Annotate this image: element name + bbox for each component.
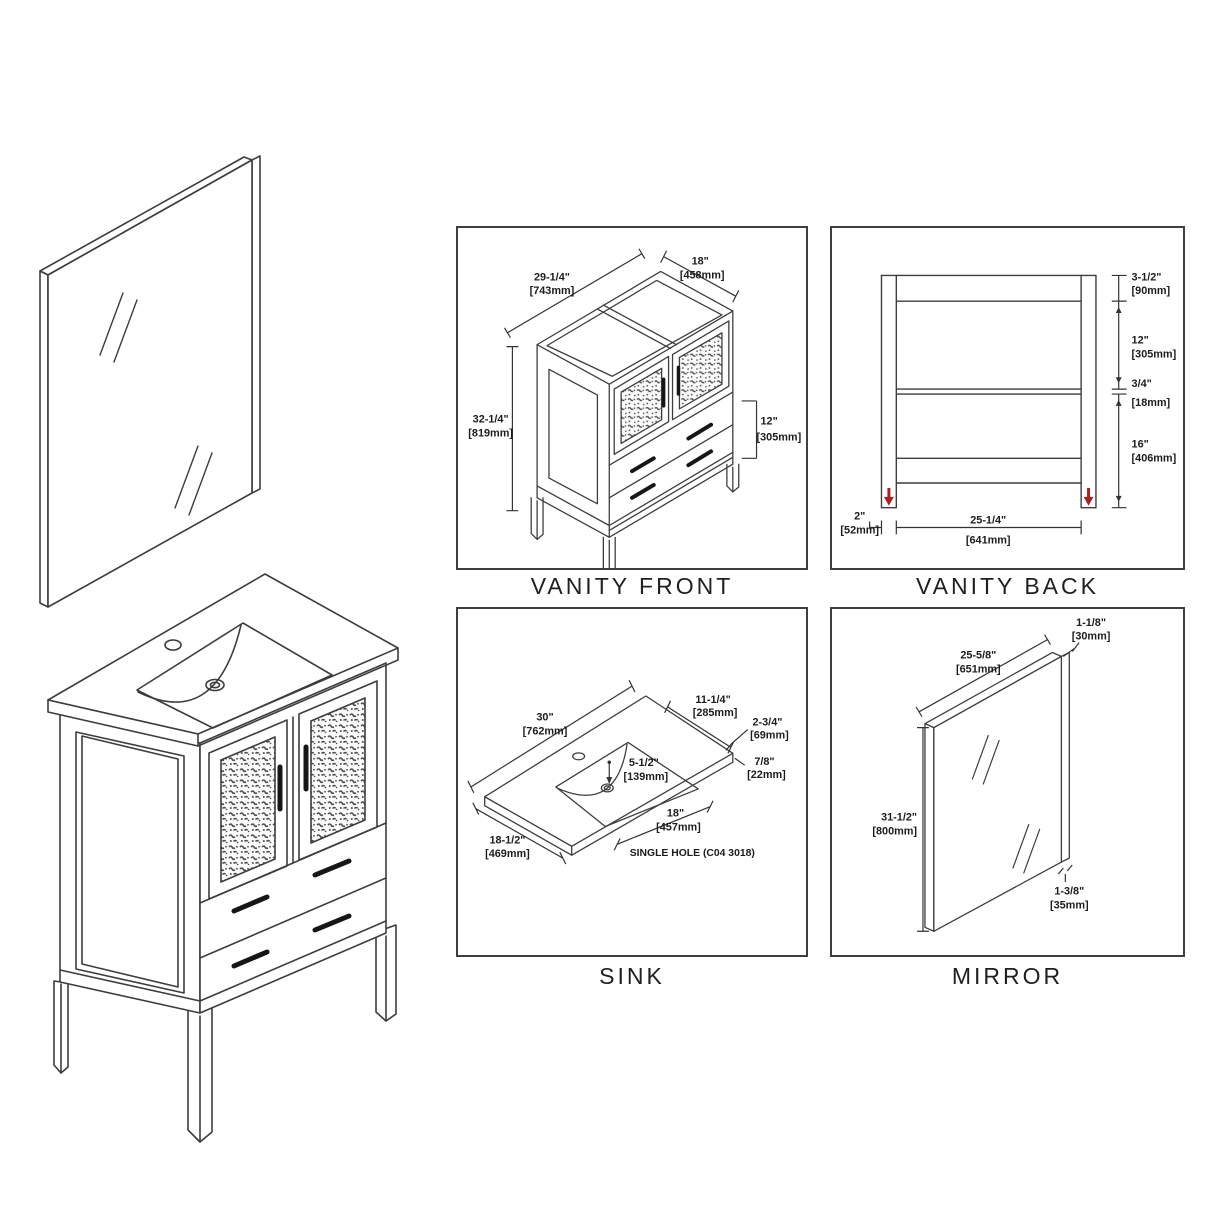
mirror-labels: 25-5/8" [651mm] 1-1/8" [30mm] 31-1/2" [8… <box>872 617 1110 912</box>
single-hole-note: SINGLE HOLE (C04 3018) <box>630 848 755 859</box>
dim-sink-depth-in: 18-1/2" <box>489 834 525 846</box>
dim-drawer-mm: [305mm] <box>757 432 802 444</box>
dim-faucet-mm: [139mm] <box>624 771 669 783</box>
dim-basin-width-in: 18" <box>667 808 684 820</box>
dim-leg-mm: [52mm] <box>840 524 879 536</box>
dim-upper-mm: [305mm] <box>1132 348 1177 360</box>
sink-drawing: 30" [762mm] 11-1/4" [285mm] 2-3/4" [69mm… <box>467 679 789 865</box>
vanity-back-frame <box>880 274 1097 509</box>
dim-sink-width-mm: [762mm] <box>523 726 568 738</box>
dim-mirror-height-mm: [800mm] <box>872 825 917 837</box>
vanity-front-cabinet <box>530 270 740 568</box>
dim-toprail-in: 3-1/2" <box>1132 271 1162 283</box>
dim-basin-depth-mm: [285mm] <box>693 707 738 719</box>
dim-lower-mm: [406mm] <box>1132 452 1177 464</box>
dim-faucet-in: 5-1/2" <box>629 757 659 769</box>
sink-dimension-lines <box>467 679 749 865</box>
dim-lower-in: 16" <box>1132 438 1149 450</box>
dim-edge-mm: [69mm] <box>750 730 789 742</box>
dim-mirror-width-mm: [651mm] <box>956 663 1001 675</box>
mirror-reflection-marks <box>99 292 213 516</box>
vanity-back-dimension-lines <box>869 274 1127 535</box>
dim-basin-width-mm: [457mm] <box>656 821 701 833</box>
dim-span-in: 25-1/4" <box>970 515 1006 527</box>
dim-height-mm: [819mm] <box>468 428 513 440</box>
mirror-frame <box>924 651 1070 932</box>
caption-vanity-back: VANITY BACK <box>916 573 1099 599</box>
dim-width-in: 29-1/4" <box>534 271 570 283</box>
panel-vanity-front: 29-1/4" [743mm] 18" [458mm] 32-1/4" [819… <box>456 226 808 570</box>
vanity-front-labels: 29-1/4" [743mm] 18" [458mm] 32-1/4" [819… <box>468 256 801 444</box>
sink-labels: 30" [762mm] 11-1/4" [285mm] 2-3/4" [69mm… <box>485 694 789 860</box>
vanity-back-drawing: 3-1/2" [90mm] 12" [305mm] 3/4" [18mm] 16… <box>840 271 1176 546</box>
caption-vanity-front: VANITY FRONT <box>530 573 734 599</box>
dim-leg-in: 2" <box>854 511 865 523</box>
dim-height-in: 32-1/4" <box>473 414 509 426</box>
dim-thickness-in: 7/8" <box>754 756 774 768</box>
dim-depth-mm: [458mm] <box>680 269 725 281</box>
dim-mirror-thickness-mm: [30mm] <box>1072 631 1111 643</box>
dim-width-mm: [743mm] <box>530 285 575 297</box>
dim-toprail-mm: [90mm] <box>1132 285 1171 297</box>
vanity-sink-top <box>47 573 399 747</box>
vanity-back-labels: 3-1/2" [90mm] 12" [305mm] 3/4" [18mm] 16… <box>840 271 1176 546</box>
mirror-isometric <box>39 155 261 608</box>
dim-mirror-width-in: 25-5/8" <box>960 649 996 661</box>
dim-mirror-height-in: 31-1/2" <box>881 812 917 824</box>
panel-sink: 30" [762mm] 11-1/4" [285mm] 2-3/4" [69mm… <box>456 607 808 957</box>
mirror-drawing: 25-5/8" [651mm] 1-1/8" [30mm] 31-1/2" [8… <box>872 617 1110 932</box>
dim-depth-in: 18" <box>692 256 709 268</box>
vanity-legs <box>53 924 397 1143</box>
vanity-doors <box>208 680 378 900</box>
mirror-reflection-marks <box>971 734 1041 874</box>
vanity-front-dimension-lines <box>503 248 758 512</box>
vanity-isometric <box>47 573 399 1143</box>
dim-thickness-mm: [22mm] <box>747 769 786 781</box>
dim-mirror-frame-in: 1-3/8" <box>1054 886 1084 898</box>
dim-basin-depth-in: 11-1/4" <box>695 694 730 706</box>
dim-mirror-frame-mm: [35mm] <box>1050 900 1089 912</box>
dim-drawer-in: 12" <box>760 416 777 428</box>
dim-sink-width-in: 30" <box>536 712 553 724</box>
isometric-overview-drawing <box>39 155 399 1143</box>
dim-mirror-thickness-in: 1-1/8" <box>1076 617 1106 629</box>
vanity-drawers <box>199 822 387 969</box>
vanity-front-drawing: 29-1/4" [743mm] 18" [458mm] 32-1/4" [819… <box>468 248 801 568</box>
mirror-dimension-lines <box>915 634 1080 932</box>
dim-span-mm: [641mm] <box>966 534 1011 546</box>
dim-edge-in: 2-3/4" <box>752 717 782 729</box>
dim-shelf-in: 3/4" <box>1132 378 1152 390</box>
dim-sink-depth-mm: [469mm] <box>485 848 530 860</box>
dim-shelf-mm: [18mm] <box>1132 397 1171 409</box>
leveling-feet-arrows <box>883 487 1094 506</box>
panel-vanity-back: 3-1/2" [90mm] 12" [305mm] 3/4" [18mm] 16… <box>830 226 1185 570</box>
dim-upper-in: 12" <box>1132 335 1149 347</box>
caption-sink: SINK <box>599 963 665 989</box>
panel-mirror: 25-5/8" [651mm] 1-1/8" [30mm] 31-1/2" [8… <box>830 607 1185 957</box>
caption-mirror: MIRROR <box>951 963 1064 989</box>
